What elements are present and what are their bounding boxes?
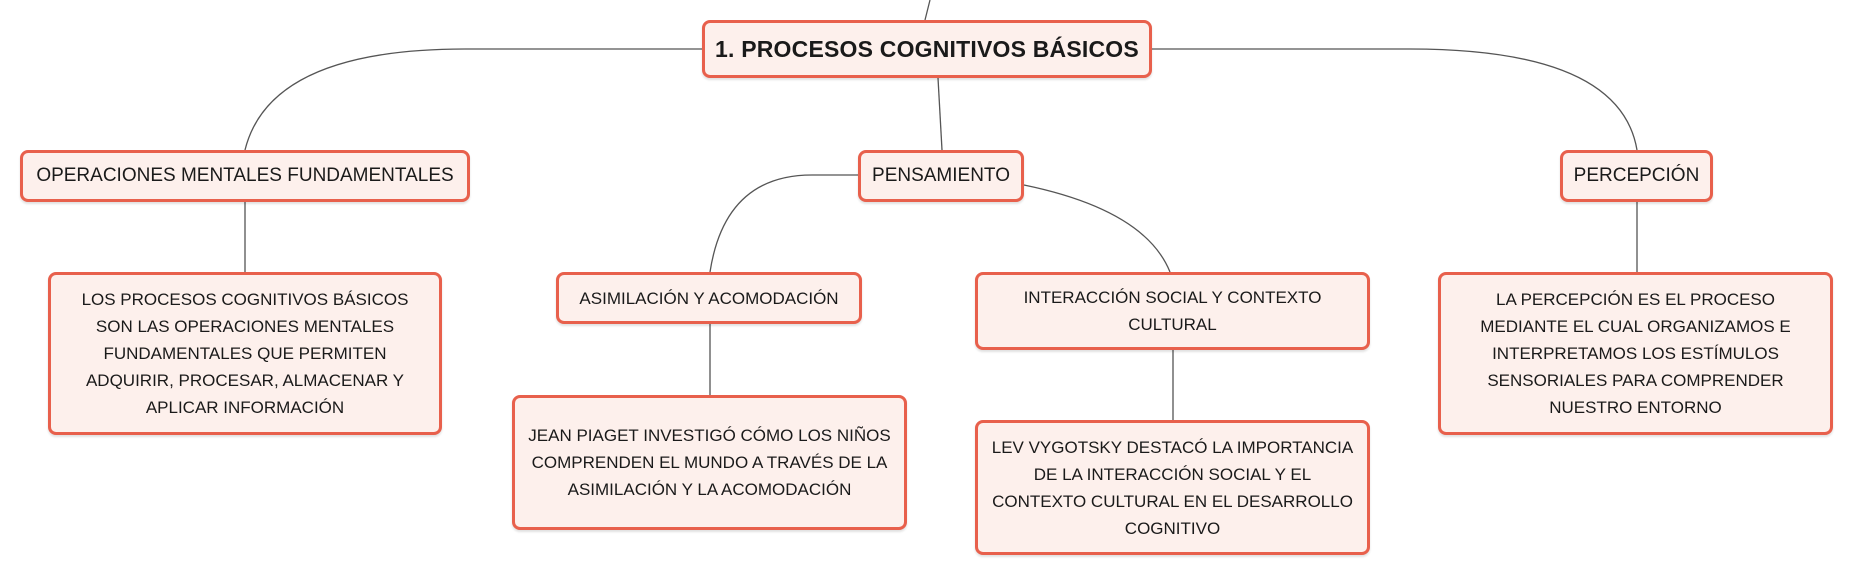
connector-root-percepcion (1150, 48, 1638, 151)
detail-vygotsky-text: LEV VYGOTSKY DESTACÓ LA IMPORTANCIA DE L… (991, 437, 1354, 538)
subtopic-asimilacion-acomodacion[interactable]: ASIMILACIÓN Y ACOMODACIÓN (556, 272, 862, 324)
subtopic-interaccion-label: INTERACCIÓN SOCIAL Y CONTEXTO CULTURAL (1023, 288, 1322, 334)
topic-operaciones-mentales[interactable]: OPERACIONES MENTALES FUNDAMENTALES (20, 150, 470, 202)
connector-root-pensamiento (937, 77, 943, 151)
connector-root-operaciones (244, 48, 702, 151)
connector-pensamiento-asimilacion (709, 174, 858, 273)
topic-percepcion-label: PERCEPCIÓN (1573, 165, 1700, 186)
topic-percepcion[interactable]: PERCEPCIÓN (1560, 150, 1713, 202)
detail-operaciones[interactable]: LOS PROCESOS COGNITIVOS BÁSICOS SON LAS … (48, 272, 442, 435)
detail-operaciones-text: LOS PROCESOS COGNITIVOS BÁSICOS SON LAS … (81, 290, 409, 417)
root-node-label: 1. PROCESOS COGNITIVOS BÁSICOS (715, 35, 1139, 62)
connector-root-parent (924, 0, 931, 21)
detail-piaget[interactable]: JEAN PIAGET INVESTIGÓ CÓMO LOS NIÑOS COM… (512, 395, 907, 530)
detail-piaget-text: JEAN PIAGET INVESTIGÓ CÓMO LOS NIÑOS COM… (528, 426, 891, 499)
topic-pensamiento[interactable]: PENSAMIENTO (858, 150, 1024, 202)
detail-vygotsky[interactable]: LEV VYGOTSKY DESTACÓ LA IMPORTANCIA DE L… (975, 420, 1370, 555)
connector-pensamiento-interaccion (1023, 184, 1171, 273)
topic-operaciones-label: OPERACIONES MENTALES FUNDAMENTALES (36, 165, 454, 186)
root-node[interactable]: 1. PROCESOS COGNITIVOS BÁSICOS (702, 20, 1152, 78)
topic-pensamiento-label: PENSAMIENTO (872, 165, 1010, 186)
subtopic-asimilacion-label: ASIMILACIÓN Y ACOMODACIÓN (579, 288, 839, 308)
subtopic-interaccion-social[interactable]: INTERACCIÓN SOCIAL Y CONTEXTO CULTURAL (975, 272, 1370, 350)
detail-percepcion-text: LA PERCEPCIÓN ES EL PROCESO MEDIANTE EL … (1480, 290, 1791, 417)
detail-percepcion[interactable]: LA PERCEPCIÓN ES EL PROCESO MEDIANTE EL … (1438, 272, 1833, 435)
